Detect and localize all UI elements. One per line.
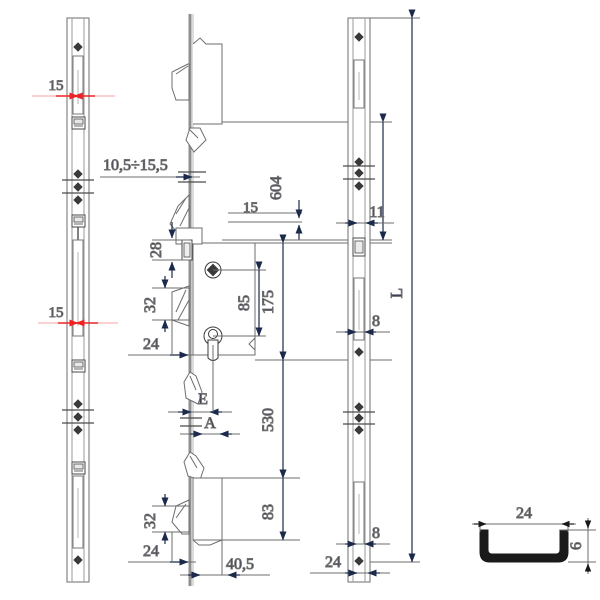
dim-11-label: 11 xyxy=(369,204,384,221)
dim-32-upper: 32 xyxy=(142,276,190,332)
top-lock-case xyxy=(192,37,223,125)
center-section-view xyxy=(169,14,256,586)
keeper-upper xyxy=(71,116,86,130)
center-joint-break-lower xyxy=(180,417,202,427)
dim-32-lower: 32 xyxy=(142,494,190,544)
dim-28: 28 xyxy=(148,222,190,278)
right-face-view xyxy=(343,17,375,583)
dim-left-15-top: 15 xyxy=(32,78,115,100)
dim-L-label: L xyxy=(387,288,406,298)
dim-E: E xyxy=(168,345,232,416)
dim-175-label: 175 xyxy=(260,290,277,314)
dim-section-6: 6 xyxy=(568,518,592,574)
rivet-icon xyxy=(73,42,83,52)
left-face-view xyxy=(62,17,94,583)
dim-left-15-bottom-label: 15 xyxy=(49,305,64,321)
dim-32-lower-label: 32 xyxy=(142,513,159,529)
joint-break-lower xyxy=(62,399,94,435)
dim-left-15-top-label: 15 xyxy=(49,78,64,94)
bottom-lock-case xyxy=(192,477,223,546)
dim-center-15: 15 xyxy=(228,200,303,240)
center-joint-break xyxy=(178,171,206,183)
dim-40-5: 40,5 xyxy=(180,540,270,579)
dim-24-right: 24 xyxy=(310,554,390,577)
upper-latch xyxy=(169,193,203,245)
joint-break-upper xyxy=(62,169,94,205)
bottom-cam xyxy=(183,451,205,481)
dim-530: 530 xyxy=(222,351,300,479)
dim-backset-range: 10,5÷15,5 xyxy=(100,157,200,181)
dim-40-5-label: 40,5 xyxy=(226,556,254,573)
dim-L: L xyxy=(370,9,420,563)
dim-24-upper-label: 24 xyxy=(143,336,159,353)
dim-83: 83 xyxy=(222,469,300,541)
dim-604-label: 604 xyxy=(268,176,285,200)
dim-175: 175 xyxy=(255,234,392,361)
dim-section-6-label: 6 xyxy=(568,542,585,550)
lower-hook-bolt xyxy=(183,371,203,405)
dim-32-upper-label: 32 xyxy=(142,297,159,313)
rail-keeper-block xyxy=(181,239,193,261)
dim-83-label: 83 xyxy=(260,504,277,520)
dim-A: A xyxy=(180,415,240,438)
upper-roller-cam xyxy=(185,127,207,153)
dim-8-upper: 8 xyxy=(336,313,390,336)
right-joint-break-upper xyxy=(343,157,375,191)
dim-24-lower-label: 24 xyxy=(143,543,159,560)
dim-8-lower: 8 xyxy=(336,525,390,548)
dim-A-label: A xyxy=(204,415,216,432)
dim-center-15-label: 15 xyxy=(243,200,258,216)
dim-28-label: 28 xyxy=(148,242,165,258)
dim-530-label: 530 xyxy=(260,408,277,432)
keeper-bottom xyxy=(71,461,86,475)
dim-backset-range-label: 10,5÷15,5 xyxy=(103,157,168,174)
keeper-middle xyxy=(71,214,86,228)
bottom-latch xyxy=(171,499,190,535)
dim-8-lower-label: 8 xyxy=(372,525,380,542)
dim-24-upper: 24 xyxy=(128,320,196,359)
dim-section-24: 24 xyxy=(472,505,576,528)
right-keeper-upper xyxy=(352,237,366,257)
dim-24-lower: 24 xyxy=(128,532,196,566)
dim-8-upper-label: 8 xyxy=(372,313,380,330)
dim-left-15-bottom: 15 xyxy=(38,305,118,327)
dim-85: 85 xyxy=(213,261,266,337)
dim-85-label: 85 xyxy=(236,295,253,311)
right-joint-break-lower xyxy=(343,402,375,435)
dim-section-24-label: 24 xyxy=(516,505,532,522)
dim-24-right-label: 24 xyxy=(325,554,341,571)
dim-11: 11 xyxy=(336,204,394,227)
keeper-lower xyxy=(71,359,86,373)
top-hook-bolt xyxy=(171,63,190,101)
dim-E-label: E xyxy=(198,391,208,408)
